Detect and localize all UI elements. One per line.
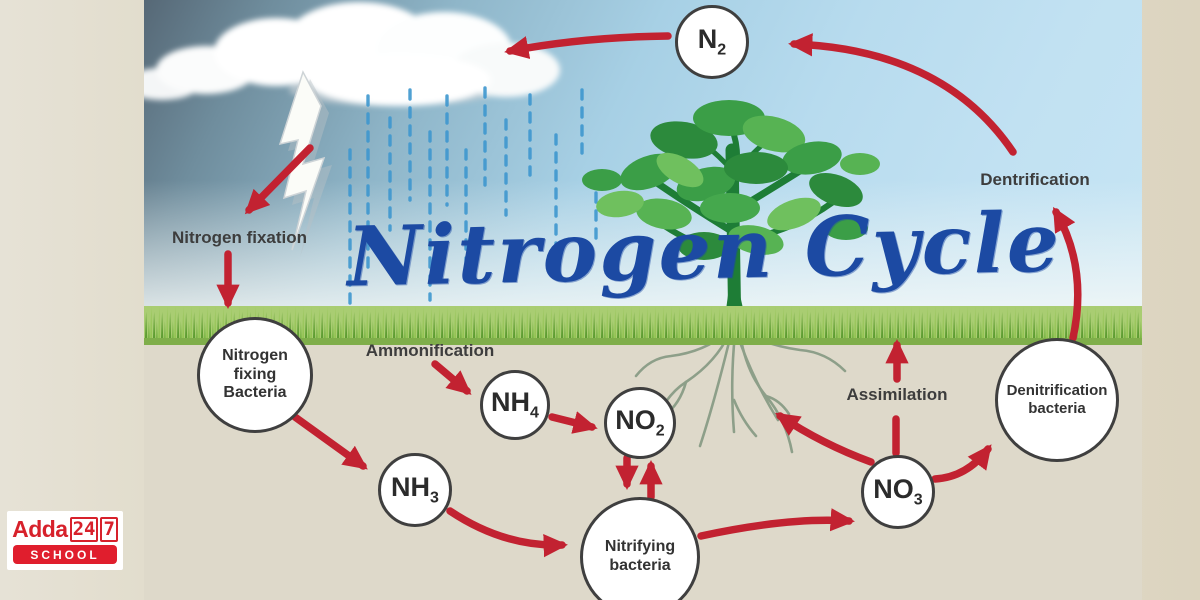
node-nitrifying-line2: bacteria — [609, 557, 671, 574]
logo-school-bar: SCHOOL — [13, 545, 117, 564]
arrow-nfb-to-nh3 — [291, 413, 368, 470]
logo-brand-row: Adda 24 7 — [12, 516, 118, 543]
node-nitrifying-line1: Nitrifying — [604, 538, 676, 556]
cycle-arrows — [216, 32, 1082, 558]
arrow-n2-to-cloud — [504, 32, 672, 59]
node-n2: N2 — [675, 5, 749, 79]
arrow-dentrification-to-n2 — [788, 33, 1017, 156]
node-nitrifying-bacteria: Nitrifying bacteria — [580, 497, 700, 600]
node-denitrifying-line1: Denitrification — [1006, 382, 1108, 399]
page-title: Nitrogen Cycle — [346, 194, 1062, 306]
node-nh4-label: NH4 — [491, 387, 539, 422]
arrow-nh3-to-nitrifying — [446, 507, 568, 558]
grass-strip — [144, 306, 1142, 345]
logo-seven-box: 7 — [100, 517, 118, 542]
node-no2: NO2 — [604, 387, 676, 459]
tree-icon — [582, 100, 880, 454]
node-denitrification-bacteria: Denitrification bacteria — [995, 338, 1119, 462]
label-assimilation: Assimilation — [846, 385, 948, 404]
arrow-nh4-to-no2 — [548, 411, 598, 434]
node-nitrogen-fixing-bacteria: Nitrogen fixing Bacteria — [197, 317, 313, 433]
node-denitrifying-line2: bacteria — [1028, 400, 1086, 417]
rain-icon — [348, 86, 598, 314]
adda247-school-logo: Adda 24 7 SCHOOL — [7, 511, 123, 570]
node-nfb-line2: fixing — [233, 365, 277, 383]
cloud-icon — [144, 2, 560, 106]
node-no2-label: NO2 — [615, 405, 665, 440]
node-no3-label: NO3 — [873, 474, 923, 509]
node-no3: NO3 — [861, 455, 935, 529]
logo-brand-text: Adda — [12, 516, 68, 542]
node-nfb-line1: Nitrogen — [222, 346, 288, 364]
label-nitrogen-fixation: Nitrogen fixation — [171, 228, 308, 247]
label-dentrification: Dentrification — [980, 170, 1090, 189]
tree-canopy — [582, 100, 880, 260]
arrow-lightning-to-fixation — [244, 144, 314, 215]
label-ammonification: Ammonification — [365, 341, 495, 360]
cycle-diagram: N2 Nitrogen fixing Bacteria NH4 NO2 NH3 … — [144, 0, 1142, 600]
node-nfb-line3: Bacteria — [223, 384, 287, 402]
logo-digits-box: 24 — [69, 517, 99, 542]
arrow-denitrifying-up — [1052, 206, 1082, 342]
arrow-no3-to-denitrifying — [931, 444, 992, 483]
node-nh3-label: NH3 — [391, 472, 439, 507]
node-nh4: NH4 — [480, 370, 550, 440]
scene-svg — [144, 2, 1142, 558]
node-nh3: NH3 — [378, 453, 452, 527]
arrow-nitrifying-to-no3 — [697, 508, 855, 540]
arrow-ammonification-to-nh4 — [431, 360, 472, 395]
node-n2-label: N2 — [697, 24, 727, 59]
arrow-no3-to-roots — [775, 412, 875, 466]
